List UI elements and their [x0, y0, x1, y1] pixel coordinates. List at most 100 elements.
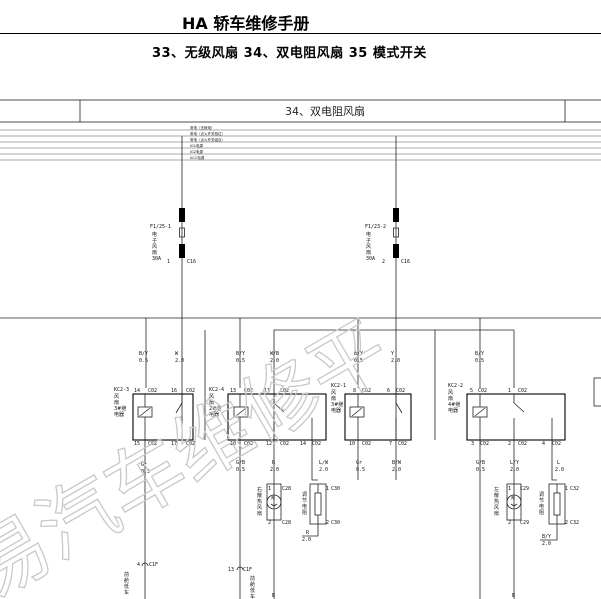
diagram-label: KC2-1 — [331, 383, 346, 389]
diagram-label: 风 — [331, 390, 336, 396]
diagram-label: 13 — [228, 567, 234, 573]
diagram-label: 13 — [230, 388, 236, 394]
diagram-label: B/W — [392, 460, 402, 466]
diagram-label: 散 — [257, 492, 262, 499]
diagram-label: B/Y — [475, 351, 484, 357]
diagram-label: 12 — [266, 441, 272, 447]
diagram-label: C16 — [187, 259, 196, 265]
diagram-polyline — [513, 394, 525, 413]
diagram-label: 节 — [302, 498, 307, 504]
diagram-label: Gr — [141, 462, 147, 468]
diagram-label: 热 — [494, 498, 499, 505]
diagram-label: C28 — [282, 486, 291, 492]
diagram-label: KC2-3 — [114, 387, 129, 393]
diagram-label: 2.0 — [510, 467, 519, 473]
regulating-resistor-1: 1 C30 2 C30 调 节 电 阻 R 2.0 — [302, 483, 340, 543]
diagram-label: C02 — [478, 388, 487, 394]
diagram-label: C02 — [186, 441, 195, 447]
diagram-polyline — [273, 394, 285, 413]
diagram-rect — [227, 393, 327, 441]
diagram-label: 0.5 — [476, 467, 485, 473]
diagram-polyline — [311, 440, 318, 481]
diagram-label: 风 — [114, 394, 119, 400]
diagram-polyline — [540, 524, 558, 541]
diagram-label: C1F — [149, 562, 158, 568]
diagram-label: 0.5 — [356, 467, 365, 473]
diagram-label: 1 — [565, 486, 568, 492]
diagram-label: 调 — [302, 491, 307, 498]
diagram-rect — [179, 227, 185, 238]
diagram-label: F1/23-2 — [365, 224, 386, 230]
diagram-label: B/Y — [139, 351, 148, 357]
diagram-label: 2 — [508, 441, 511, 447]
diagram-label: C02 — [362, 441, 371, 447]
diagram-label: 0.5 — [139, 358, 148, 364]
diagram-rect — [233, 406, 249, 418]
diagram-label: G/B — [476, 460, 485, 466]
relay-kc2-4: KC2-4 风 扇 2#继 电器 13 C02 11 C02 10 C02 12… — [209, 387, 327, 447]
relay-kc2-1: KC2-1 风 扇 3#继 电器 8 C02 6 C02 10 C02 7 C0… — [331, 383, 412, 447]
diagram-label: C02 — [280, 441, 289, 447]
diagram-label: 子 — [152, 237, 157, 244]
header-divider — [0, 33, 601, 34]
bus-label: ACC电源 — [190, 155, 205, 160]
diagram-label: KC2-4 — [209, 387, 224, 393]
diagram-label: 扇 — [494, 510, 499, 517]
diagram-label: 风 — [366, 244, 371, 250]
diagram-label: 17 — [171, 441, 177, 447]
diagram-label: 节 — [539, 498, 544, 504]
diagram-label: 低 — [124, 583, 129, 590]
diagram-path — [141, 562, 149, 567]
bus-label: IG2电源 — [190, 149, 203, 154]
diagram-label: 14 — [300, 441, 306, 447]
diagram-label: F1/25-1 — [150, 224, 171, 230]
diagram-label: 2.0 — [542, 541, 551, 547]
diagram-label: R — [306, 530, 310, 536]
diagram-title: 34、双电阻风扇 — [285, 104, 365, 118]
diagram-label: 2.0 — [319, 467, 328, 473]
diagram-label: 扇 — [152, 249, 157, 256]
diagram-label: 风 — [152, 244, 157, 250]
diagram-label: 风 — [448, 390, 453, 396]
diagram-label: 扇 — [114, 399, 119, 406]
diagram-rect — [393, 227, 399, 238]
diagram-label: 2.0 — [175, 358, 184, 364]
diagram-label: C16 — [401, 259, 410, 265]
manual-title: HA 轿车维修手册 — [182, 14, 310, 33]
diagram-label: C32 — [570, 520, 579, 526]
diagram-label: 风 — [257, 505, 262, 511]
diagram-rect — [132, 393, 194, 441]
diagram-label: 0.5 — [475, 358, 484, 364]
diagram-label: 15 — [134, 441, 140, 447]
diagram-label: 4 — [137, 562, 140, 568]
diagram-label: 低 — [250, 587, 255, 594]
diagram-line — [351, 407, 363, 417]
diagram-label: 2 — [508, 520, 511, 526]
diagram-label: 10 — [349, 441, 355, 447]
diagram-label: 风 — [494, 505, 499, 511]
fuse-2: F1/23-2 电 子 风 扇 30A 2 C16 — [365, 136, 410, 318]
diagram-label: 1 — [508, 486, 511, 492]
diagram-rect — [553, 492, 561, 516]
diagram-label: 30A — [366, 256, 375, 262]
diagram-label: 11 — [264, 388, 270, 394]
diagram-path — [270, 503, 278, 507]
diagram-label: 8 — [353, 388, 356, 394]
diagram-label: 电器 — [114, 411, 124, 418]
diagram-label: 2#继 — [209, 405, 221, 412]
diagram-circle — [506, 494, 522, 510]
diagram-label: 2.0 — [392, 467, 401, 473]
bottom-wire-labels: Gr 0.5 G/B 0.5 R 2.0 L/W 2.0 Gr 0.5 B/W … — [141, 460, 564, 475]
diagram-label: C29 — [520, 520, 529, 526]
diagram-label: 热 — [257, 498, 262, 505]
diagram-label: B/Y — [542, 534, 551, 540]
diagram-label: 阻 — [539, 509, 544, 516]
diagram-label: 扇 — [331, 395, 336, 402]
diagram-circle — [266, 494, 282, 510]
diagram-label: 3 — [471, 441, 474, 447]
diagram-label: 电 — [539, 503, 544, 510]
diagram-path — [236, 566, 244, 571]
section-line: 33、无级风扇 34、双电阻风扇 35 模式开关 — [152, 46, 427, 61]
regulating-resistor-2: 1 C32 2 C32 调 节 电 阻 B/Y 2.0 — [539, 483, 579, 547]
